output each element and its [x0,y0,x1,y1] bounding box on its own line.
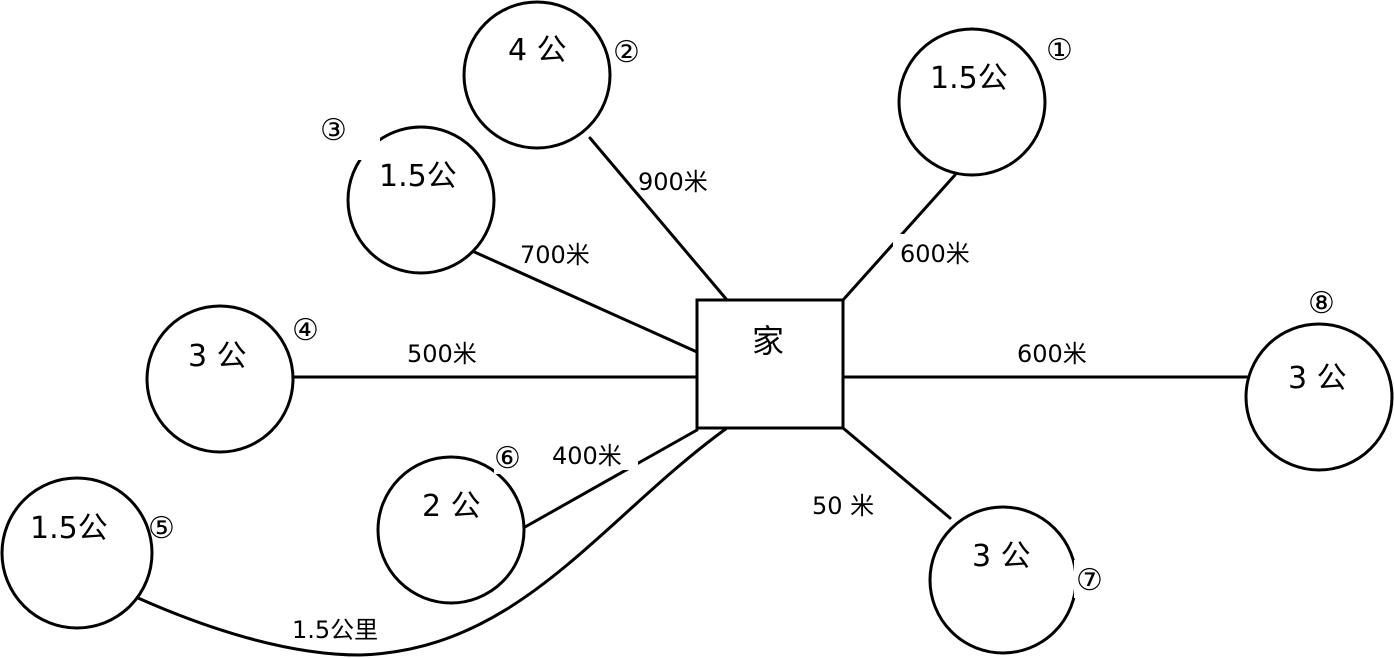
node-5-circle [0,476,154,630]
node-7-label: 3 公 [972,539,1031,574]
edge-home-n7 [841,426,952,520]
home-node: 家 [695,298,845,430]
node-4-label: 3 公 [188,339,247,374]
node-2: 4 公 ② [462,0,640,150]
edge-label-n7: 50 米 [812,492,874,520]
node-1-number: ① [1046,33,1073,68]
node-1-label: 1.5公 [930,61,1008,96]
node-8-number: ⑧ [1308,286,1335,321]
node-8-label: 3 公 [1288,361,1347,396]
edge-label-n5: 1.5公里 [292,616,378,644]
node-4-number: ④ [292,313,319,348]
edge-labels: 600米 900米 700米 500米 1.5公里 400米 50 米 600米 [288,168,1087,644]
node-5-label: 1.5公 [30,511,108,546]
edge-home-n5 [136,426,729,657]
node-8-circle [1244,322,1394,472]
home-label: 家 [752,322,784,360]
edge-home-n2 [588,136,729,302]
node-7: 3 公 ⑦ [928,505,1112,655]
node-2-label: 4 公 [508,33,567,68]
edge-label-n6: 400米 [552,442,622,470]
node-1: 1.5公 ① [897,27,1073,177]
edge-label-n3: 700米 [520,241,590,269]
home-box [695,298,845,430]
edge-label-n4: 500米 [407,340,477,368]
node-2-number: ② [613,35,640,70]
edge-home-n3 [468,248,699,354]
edge-label-n2: 900米 [638,168,708,196]
node-3: 1.5公 ③ [320,113,496,275]
node-3-label: 1.5公 [379,159,457,194]
node-1-circle [897,27,1047,177]
edges [136,136,1249,657]
edge-home-n6 [523,428,699,529]
node-6-circle [376,455,526,605]
edge-label-n1: 600米 [900,240,970,268]
node-4: 3 公 ④ [145,304,319,454]
node-6-number: ⑥ [494,441,521,476]
node-7-circle [928,505,1078,655]
node-5: 1.5公 ⑤ [0,476,175,630]
node-2-circle [462,0,612,150]
node-6-label: 2 公 [422,489,481,524]
node-4-circle [145,304,295,454]
node-7-number: ⑦ [1076,563,1103,598]
node-8: 3 公 ⑧ [1244,286,1394,472]
edge-label-n8: 600米 [1017,340,1087,368]
node-3-number: ③ [320,113,347,148]
node-6: 2 公 ⑥ [376,440,528,605]
node-5-number: ⑤ [148,511,175,546]
node-3-circle [346,125,496,275]
